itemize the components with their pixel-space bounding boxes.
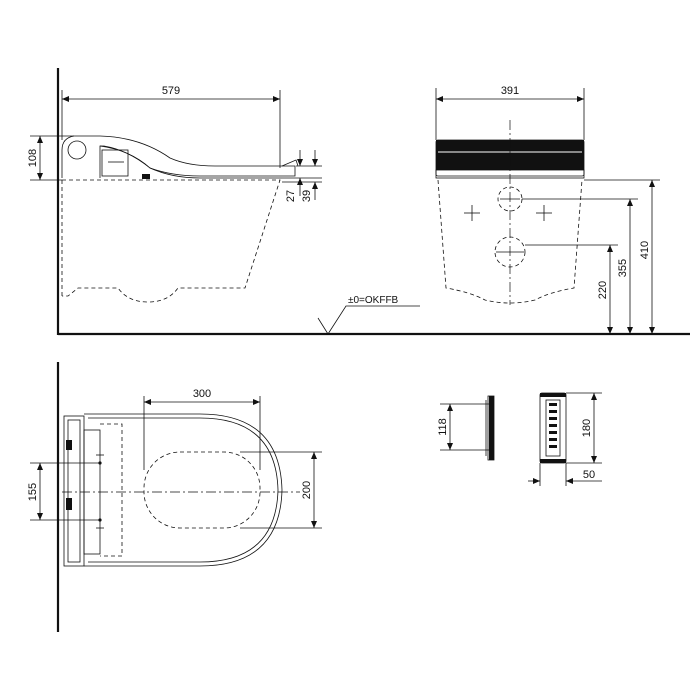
floor-reference-marker — [317, 305, 420, 335]
remote-button-panel — [545, 399, 561, 457]
side-hinge-circle — [67, 140, 87, 160]
top-seat-outer — [84, 413, 283, 567]
floor-reference-label: ±0=OKFFB — [348, 295, 399, 306]
remote-button — [549, 424, 557, 427]
top-control-block — [63, 415, 85, 567]
top-view: 300 155 200 — [27, 362, 322, 632]
dim-200-label: 200 — [301, 481, 313, 499]
side-control-box — [101, 149, 129, 177]
front-bowl-outline — [437, 179, 583, 304]
dim-579-label: 579 — [162, 85, 180, 97]
dim-391-label: 391 — [501, 85, 519, 97]
dim-220-label: 220 — [597, 281, 609, 299]
remote-buttons — [549, 403, 557, 448]
remote-control-views: 118 180 50 — [437, 392, 602, 486]
top-bowl-back — [100, 423, 123, 557]
side-seat-outline — [61, 135, 296, 178]
dim-108-label: 108 — [27, 149, 39, 167]
dim-155-label: 155 — [27, 483, 39, 501]
top-control-button-1 — [66, 440, 72, 450]
top-seat-outer-inner — [88, 417, 279, 563]
remote-side-fill — [489, 396, 494, 460]
top-bowl-opening — [143, 451, 261, 529]
remote-button — [549, 431, 557, 434]
top-control-inner — [67, 419, 81, 563]
remote-front-top-band — [540, 393, 566, 397]
side-bracket — [142, 174, 150, 179]
top-control-button-2 — [66, 498, 72, 510]
dim-355-label: 355 — [617, 259, 629, 277]
remote-button — [549, 410, 557, 413]
side-seat-inner — [99, 145, 282, 179]
side-view: 579 108 27 39 ±0=OKFFB — [27, 68, 690, 336]
side-bowl-outline — [62, 179, 281, 303]
side-seat-tip — [281, 159, 299, 167]
dim-118-label: 118 — [437, 418, 449, 436]
dim-410-label: 410 — [639, 241, 651, 259]
front-view: 391 220 355 410 — [435, 85, 660, 334]
remote-button — [549, 438, 557, 441]
remote-front-bottom-band — [540, 459, 566, 463]
front-outlet-hole — [494, 236, 526, 268]
dim-300-label: 300 — [193, 388, 211, 400]
dim-50-label: 50 — [583, 469, 595, 481]
dim-27-label: 27 — [285, 190, 297, 202]
remote-button — [549, 417, 557, 420]
remote-button — [549, 445, 557, 448]
dim-180-label: 180 — [581, 419, 593, 437]
dim-39-label: 39 — [301, 190, 313, 202]
remote-button — [549, 403, 557, 406]
